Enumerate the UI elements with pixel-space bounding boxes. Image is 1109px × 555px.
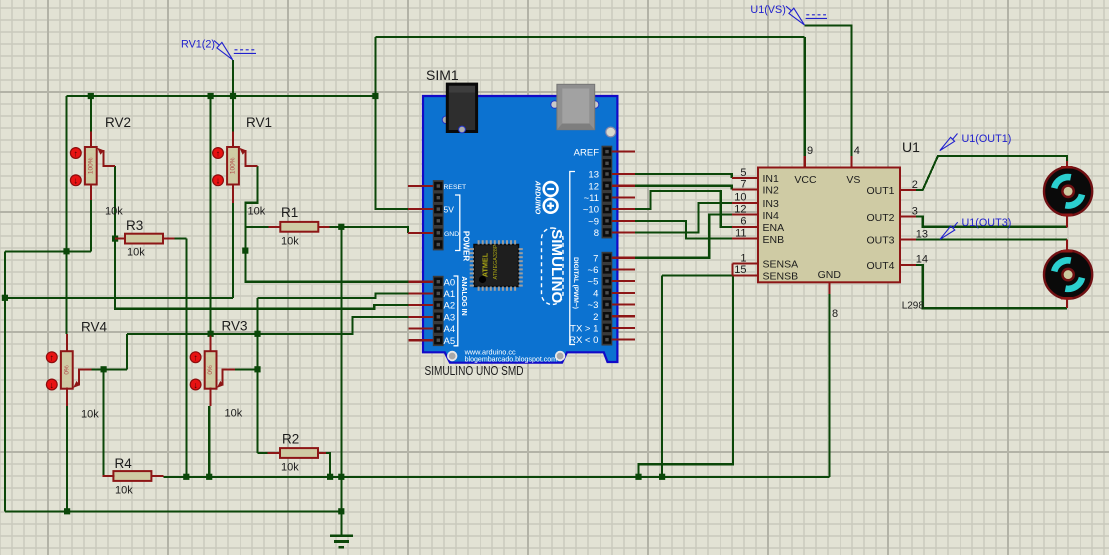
svg-text:100%: 100% bbox=[87, 157, 94, 174]
svg-text:0%: 0% bbox=[63, 365, 70, 375]
svg-text:AREF: AREF bbox=[574, 147, 600, 158]
svg-text:100%: 100% bbox=[230, 157, 237, 174]
svg-text:10k: 10k bbox=[127, 247, 145, 259]
svg-text:~9: ~9 bbox=[588, 216, 599, 227]
svg-text:RX < 0: RX < 0 bbox=[569, 335, 598, 346]
svg-text:R1: R1 bbox=[281, 205, 298, 220]
svg-text:~10: ~10 bbox=[583, 205, 599, 216]
svg-text:RV1: RV1 bbox=[246, 115, 272, 130]
svg-text:10k: 10k bbox=[115, 485, 133, 497]
svg-text:~5: ~5 bbox=[588, 277, 599, 288]
svg-text:R2: R2 bbox=[282, 432, 299, 447]
svg-text:14: 14 bbox=[916, 254, 928, 266]
svg-text:DIGITAL (PWM~): DIGITAL (PWM~) bbox=[572, 257, 579, 309]
svg-text:↑: ↑ bbox=[50, 353, 55, 363]
svg-text:A2: A2 bbox=[444, 301, 456, 312]
svg-text:13: 13 bbox=[916, 228, 928, 240]
svg-text:IN3: IN3 bbox=[763, 198, 780, 210]
svg-text:IN2: IN2 bbox=[763, 185, 780, 197]
svg-text:~6: ~6 bbox=[588, 265, 599, 276]
svg-text:A5: A5 bbox=[444, 336, 456, 347]
svg-text:↓: ↓ bbox=[74, 176, 79, 186]
svg-text:ATMEL: ATMEL bbox=[481, 252, 490, 277]
svg-text:5V: 5V bbox=[444, 205, 455, 215]
svg-text:8: 8 bbox=[594, 228, 599, 239]
svg-text:POWER: POWER bbox=[462, 231, 471, 261]
svg-text:4: 4 bbox=[593, 288, 598, 299]
svg-text:15: 15 bbox=[734, 264, 746, 276]
svg-text:~11: ~11 bbox=[584, 193, 599, 204]
svg-text:SIMULINO: SIMULINO bbox=[548, 229, 565, 303]
svg-text:13: 13 bbox=[588, 170, 599, 181]
svg-text:10: 10 bbox=[734, 192, 746, 204]
svg-text:ARDUINO: ARDUINO bbox=[534, 180, 543, 215]
svg-text:6: 6 bbox=[740, 216, 746, 228]
svg-text:OUT3: OUT3 bbox=[866, 235, 894, 247]
svg-text:9: 9 bbox=[807, 145, 813, 157]
svg-text:SIM1: SIM1 bbox=[426, 67, 459, 83]
svg-text:0%: 0% bbox=[207, 365, 214, 375]
svg-text:www.arduino.cc: www.arduino.cc bbox=[464, 347, 516, 356]
svg-text:RESET: RESET bbox=[444, 184, 467, 191]
svg-text:U1(OUT3): U1(OUT3) bbox=[962, 217, 1012, 229]
svg-text:RV3: RV3 bbox=[222, 319, 248, 334]
svg-text:2: 2 bbox=[912, 179, 918, 191]
svg-text:10k: 10k bbox=[248, 206, 266, 218]
svg-text:A0: A0 bbox=[444, 277, 456, 288]
svg-text:IN1: IN1 bbox=[763, 173, 780, 185]
svg-text:OUT4: OUT4 bbox=[866, 260, 894, 272]
svg-text:SENSB: SENSB bbox=[763, 271, 799, 283]
svg-text:ATMEGA328P: ATMEGA328P bbox=[493, 244, 499, 279]
svg-text:↓: ↓ bbox=[193, 380, 198, 390]
svg-text:1: 1 bbox=[740, 252, 746, 264]
svg-text:↓: ↓ bbox=[216, 176, 221, 186]
svg-text:A4: A4 bbox=[444, 324, 456, 335]
svg-text:GND: GND bbox=[818, 269, 842, 281]
svg-text:VCC: VCC bbox=[794, 174, 817, 186]
svg-text:ENB: ENB bbox=[763, 234, 785, 246]
svg-text:A1: A1 bbox=[444, 289, 456, 300]
svg-text:↑: ↑ bbox=[193, 353, 198, 363]
svg-text:ANALOG IN: ANALOG IN bbox=[460, 276, 467, 315]
svg-text:10k: 10k bbox=[225, 408, 243, 420]
svg-text:OUT2: OUT2 bbox=[866, 212, 894, 224]
svg-text:11: 11 bbox=[735, 227, 746, 239]
svg-text:8: 8 bbox=[832, 308, 838, 320]
svg-text:7: 7 bbox=[740, 178, 746, 190]
svg-text:U1: U1 bbox=[902, 139, 920, 155]
svg-text:U1(OUT1): U1(OUT1) bbox=[962, 133, 1012, 145]
svg-text:10k: 10k bbox=[81, 409, 99, 421]
svg-text:SENSA: SENSA bbox=[763, 259, 799, 271]
svg-text:RV2: RV2 bbox=[105, 115, 131, 130]
svg-text:RV4: RV4 bbox=[81, 320, 108, 335]
svg-text:↑: ↑ bbox=[216, 148, 221, 158]
svg-text:3: 3 bbox=[912, 205, 918, 217]
svg-text:12: 12 bbox=[734, 203, 746, 215]
svg-text:12: 12 bbox=[588, 181, 599, 192]
svg-text:R3: R3 bbox=[126, 218, 143, 233]
svg-text:TX > 1: TX > 1 bbox=[570, 324, 598, 335]
svg-text:RV1(2): RV1(2) bbox=[181, 39, 215, 51]
svg-text:10k: 10k bbox=[281, 236, 299, 248]
svg-text:ENA: ENA bbox=[763, 222, 785, 234]
svg-text:10k: 10k bbox=[105, 206, 123, 218]
svg-text:5: 5 bbox=[740, 167, 746, 179]
svg-text:U1(VS): U1(VS) bbox=[750, 4, 785, 16]
svg-text:7: 7 bbox=[593, 253, 598, 264]
svg-text:L298: L298 bbox=[902, 300, 925, 311]
svg-text:↑: ↑ bbox=[74, 148, 79, 158]
svg-text:↓: ↓ bbox=[50, 380, 55, 390]
svg-text:OUT1: OUT1 bbox=[866, 185, 894, 197]
svg-text:~3: ~3 bbox=[588, 300, 599, 311]
svg-text:VS: VS bbox=[846, 174, 860, 186]
svg-text:IN4: IN4 bbox=[763, 210, 780, 222]
svg-text:4: 4 bbox=[854, 145, 860, 157]
svg-text:blogembarcado.blogspot.com: blogembarcado.blogspot.com bbox=[465, 357, 558, 364]
svg-text:A3: A3 bbox=[444, 312, 456, 323]
svg-text:SIMULINO UNO SMD: SIMULINO UNO SMD bbox=[425, 363, 524, 378]
svg-text:10k: 10k bbox=[281, 462, 299, 474]
svg-text:R4: R4 bbox=[115, 456, 133, 471]
svg-text:GND: GND bbox=[444, 231, 459, 238]
svg-text:2: 2 bbox=[593, 312, 598, 323]
